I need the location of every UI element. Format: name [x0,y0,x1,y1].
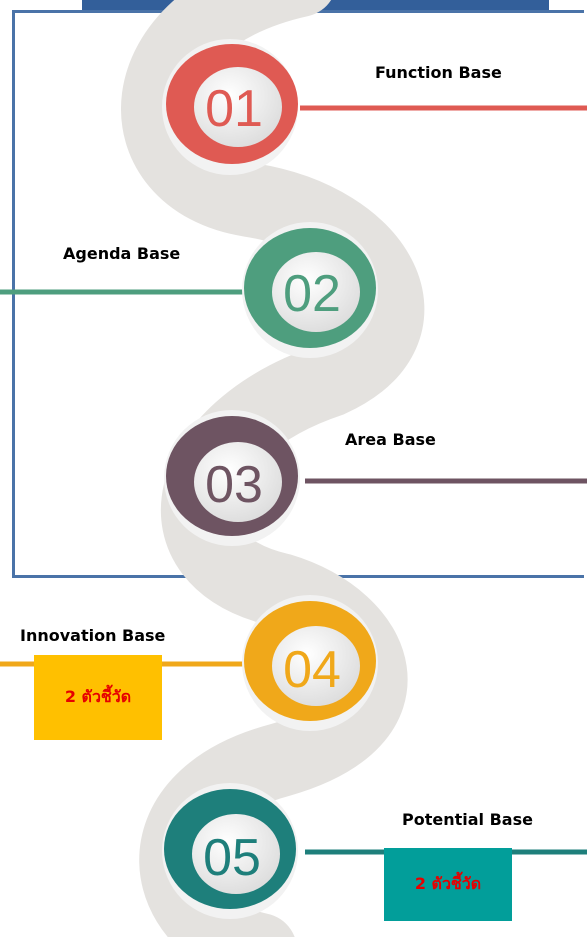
step-04-marker: 04 [242,595,378,731]
step-04-label: Innovation Base [20,626,166,645]
step-03-marker: 03 [164,410,300,546]
step-02-label: Agenda Base [63,244,181,263]
step-01-marker: 01 [162,39,298,175]
step-02-number: 02 [283,265,341,323]
step-01-number: 01 [205,80,263,138]
step-04-number: 04 [283,641,341,699]
step-03-label: Area Base [345,430,436,449]
step-01-label: Function Base [375,63,502,82]
potential-indicator-badge: 2 ตัวชี้วัด [384,848,512,921]
step-05-number: 05 [203,829,261,887]
step-02-marker: 02 [242,222,378,358]
step-03-number: 03 [205,456,263,514]
innovation-indicator-badge: 2 ตัวชี้วัด [34,655,162,740]
step-05-label: Potential Base [402,810,533,829]
step-05-marker: 05 [162,783,298,919]
